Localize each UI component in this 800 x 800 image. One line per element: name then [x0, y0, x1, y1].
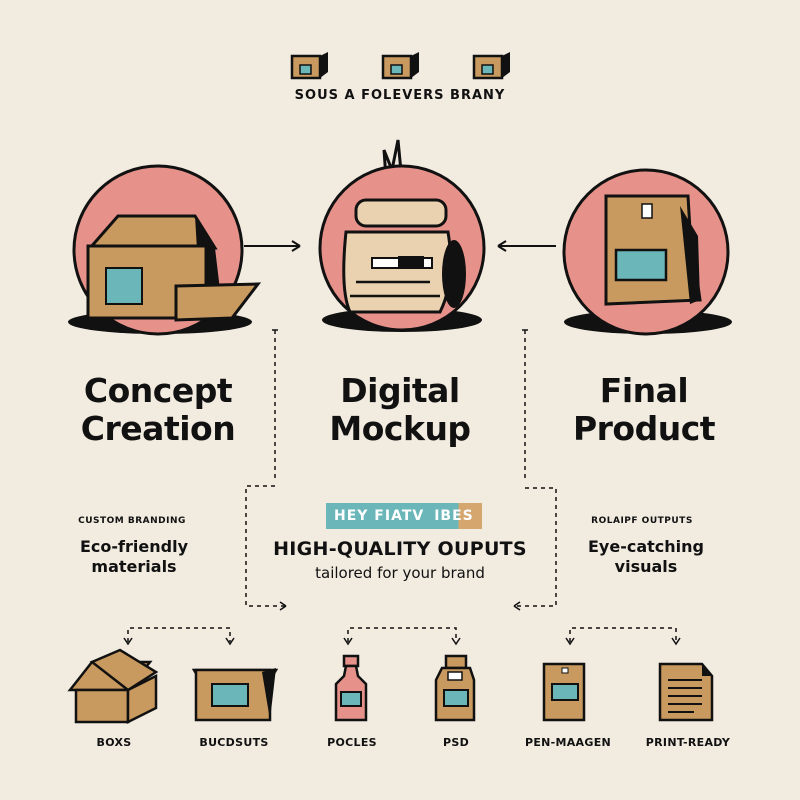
top-box-icon-1	[290, 52, 328, 80]
jar-icon	[434, 654, 476, 722]
stage-title-line: Mockup	[329, 409, 471, 448]
stage-title-line: Digital	[340, 371, 460, 410]
stage-title-concept: Concept Creation	[48, 372, 268, 448]
left-caption: CUSTOM BRANDING	[78, 516, 186, 526]
stage-title-line: Creation	[80, 409, 236, 448]
stage-title-mockup: Digital Mockup	[290, 372, 510, 448]
top-tagline: SOUS A FOLEVERS BRANY	[294, 88, 506, 103]
stage-title-line: Final	[599, 371, 689, 410]
right-text-line: visuals	[614, 557, 678, 576]
bottom-connector-1	[123, 627, 235, 646]
bottom-connector-3	[565, 627, 681, 646]
left-text-line: materials	[91, 557, 177, 576]
bag-icon	[542, 662, 586, 722]
bottom-connector-2	[343, 627, 461, 646]
open-box-icon	[67, 648, 159, 725]
bottom-label-bucdsuts: BUCDSUTS	[199, 736, 269, 749]
badge-part-2: IBES	[430, 503, 482, 529]
left-text-line: Eco-friendly	[80, 537, 188, 556]
center-subline: tailored for your brand	[315, 564, 485, 582]
connector-right	[513, 329, 557, 611]
left-text: Eco-friendly materials	[34, 537, 234, 577]
center-headline: HIGH-QUALITY OUPUTS	[273, 538, 527, 560]
right-text: Eye-catching visuals	[546, 537, 746, 577]
bottom-label-pen-maagen: PEN-MAAGEN	[524, 736, 612, 749]
bottom-label-boxs: BOXS	[96, 736, 132, 749]
document-icon	[658, 662, 714, 722]
house-box-icon	[68, 164, 262, 336]
bottle-icon	[334, 654, 368, 722]
stage-title-product: Final Product	[534, 372, 754, 448]
top-box-icon-2	[381, 52, 419, 80]
product-bag-icon	[562, 168, 732, 336]
mockup-roll-icon	[318, 139, 486, 332]
stage-title-line: Concept	[83, 371, 233, 410]
arrow-product-to-mockup	[497, 240, 556, 252]
bottom-label-psd: PSD	[442, 736, 469, 749]
flat-box-icon	[191, 668, 279, 722]
top-box-icon-3	[472, 52, 510, 80]
bottom-label-print-ready: PRINT-READY	[645, 736, 731, 749]
badge-part-1: HEY FIATV	[326, 503, 431, 529]
bottom-label-pocles: POCLES	[327, 736, 377, 749]
right-text-line: Eye-catching	[588, 537, 704, 556]
arrow-concept-to-mockup	[244, 240, 301, 252]
connector-left	[245, 329, 287, 611]
stage-title-line: Product	[572, 409, 716, 448]
right-caption: ROLAIPF OUTPUTS	[591, 516, 693, 526]
